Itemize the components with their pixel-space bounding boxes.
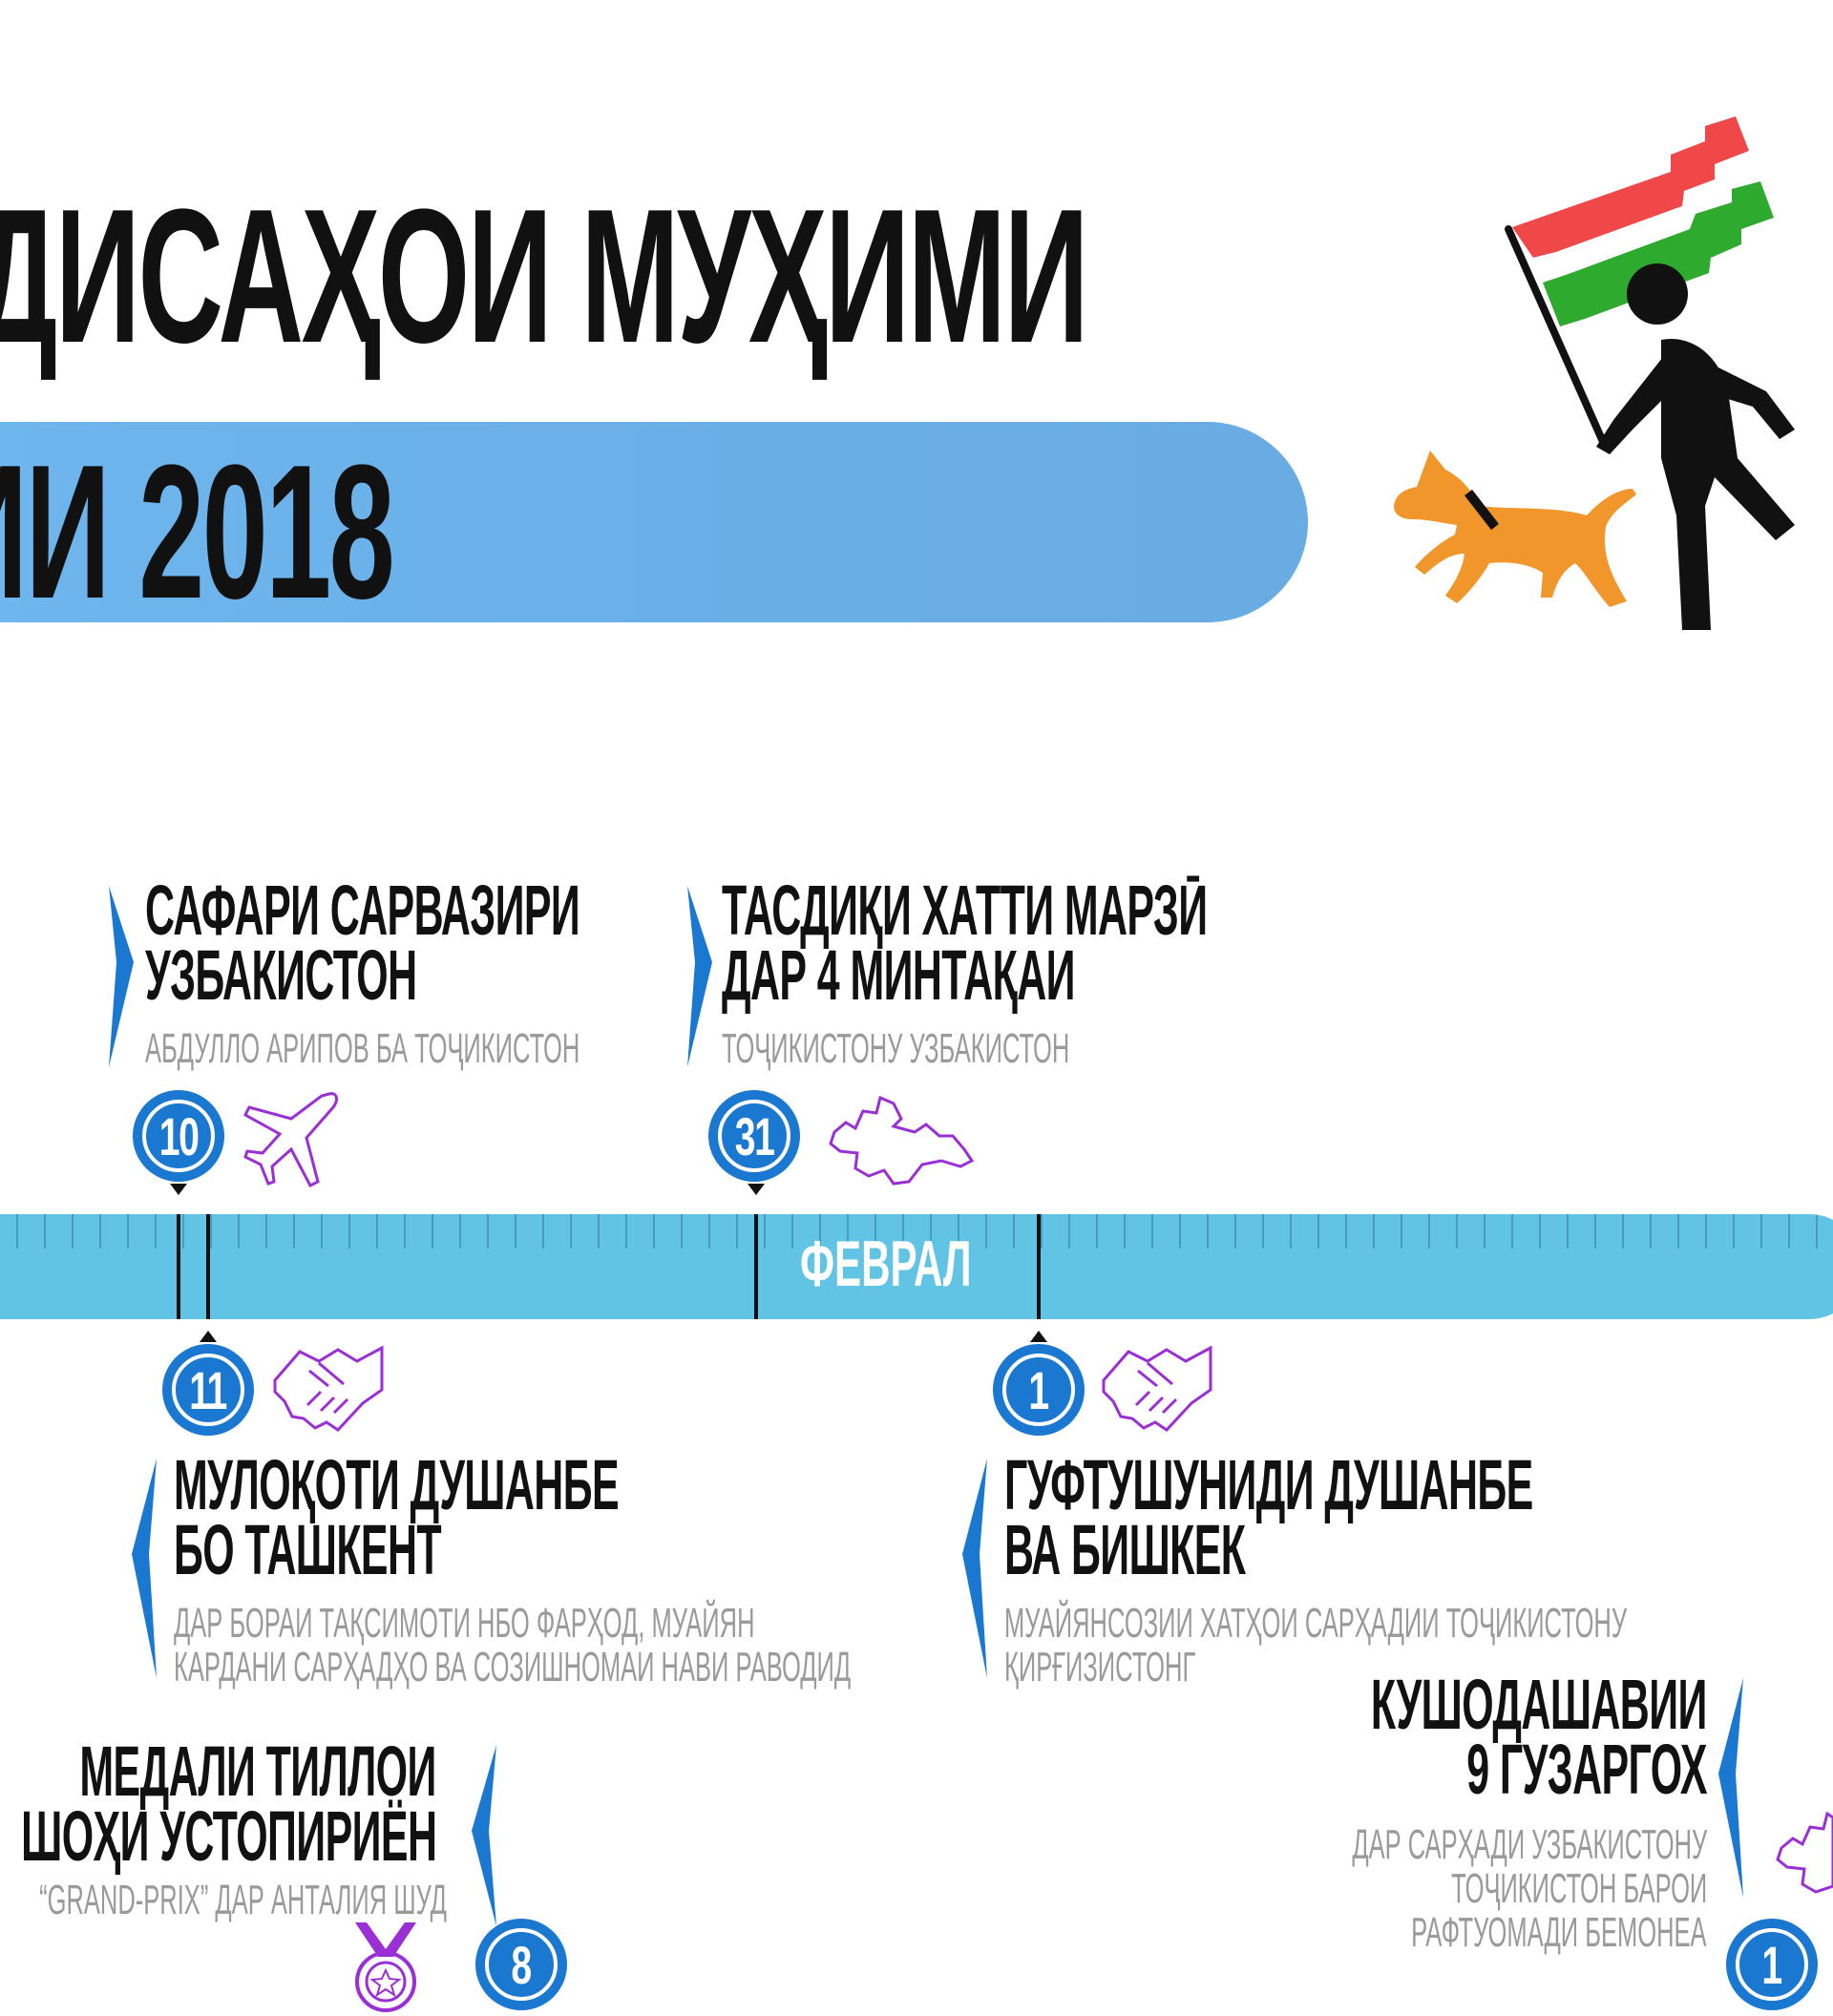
medal-icon	[355, 1922, 416, 2012]
event-title: ШОҲИ УСТОПИРИЁН	[20, 1796, 437, 1876]
timeline-marker	[206, 1214, 210, 1319]
event-day: 8	[511, 1934, 533, 1995]
dog-collar	[1464, 489, 1499, 531]
event-title: ГУФТУШУНИДИ ДУШАНБЕ	[1004, 1445, 1533, 1524]
handshake-icon	[273, 1345, 384, 1432]
event-day: 11	[189, 1359, 228, 1420]
pin-pointer	[748, 1184, 765, 1195]
flag-green-stripe	[1543, 181, 1774, 326]
dog	[1394, 451, 1636, 607]
event-subtitle: РАФТУОМАДИ БЕМОНЕА	[1411, 1909, 1707, 1956]
event-date-badge: 10	[133, 1090, 224, 1182]
handshake-icon	[1102, 1345, 1212, 1432]
event-subtitle: “GRAND-PRIX” ДАР АНТАЛИЯ ШУД	[39, 1877, 447, 1923]
event-subtitle: ДАР БОРАИ ТАҚСИМОТИ НБО ФАРҲОД, МУАЙЯН	[174, 1600, 755, 1647]
event-marker-chevron	[472, 1745, 496, 1926]
event-date-badge: 11	[162, 1344, 254, 1436]
event-date-badge: 8	[475, 1919, 567, 2010]
event-subtitle: МУАЙЯНСОЗИИ ХАТҲОИ САРҲАДИИ ТОҶИКИСТОНУ	[1004, 1600, 1628, 1647]
event-marker-chevron	[132, 1459, 157, 1678]
timeline-marker	[754, 1214, 758, 1319]
person-head	[1627, 263, 1688, 325]
timeline-marker	[177, 1214, 180, 1319]
flag-red-stripe	[1512, 116, 1749, 258]
timeline-ticks	[0, 1214, 1833, 1249]
event-title: МУЛОҚОТИ ДУШАНБЕ	[174, 1445, 620, 1524]
tajikistan-map-icon	[829, 1095, 975, 1186]
event-marker-chevron	[687, 886, 712, 1067]
pin-pointer	[170, 1184, 187, 1195]
event-marker-chevron	[962, 1459, 987, 1678]
event-title: МЕДАЛИ ТИЛЛОИ	[79, 1732, 437, 1811]
event-title: БО ТАШКЕНТ	[174, 1510, 442, 1589]
event-title: 9 ГУЗАРГОХ	[1466, 1730, 1707, 1809]
event-day: 1	[1028, 1359, 1050, 1420]
timeline-band	[0, 1214, 1833, 1319]
event-title: ДАР 4 МИНТАҚАИ	[722, 935, 1076, 1015]
event-marker-chevron	[1718, 1678, 1743, 1898]
pin-pointer	[200, 1331, 217, 1342]
event-title: САФАРИ САРВАЗИРИ	[145, 871, 580, 950]
tajikistan-map-icon	[1776, 1811, 1833, 1894]
flag-bearer-illustration	[1394, 116, 1795, 630]
event-day: 31	[734, 1105, 775, 1166]
event-subtitle: ҚИРҒИЗИСТОНГ	[1004, 1644, 1196, 1690]
timeline-marker	[1037, 1214, 1041, 1319]
event-subtitle: АБДУЛЛО АРИПОВ БА ТОҶИКИСТОН	[145, 1025, 580, 1072]
event-subtitle: ДАР САРҲАДИ УЗБАКИСТОНУ	[1352, 1821, 1707, 1868]
event-title: КУШОДАШАВИИ	[1371, 1665, 1708, 1744]
event-subtitle: КАРДАНИ САРҲАДҲО ВА СОЗИШНОМАИ НАВИ РАВО…	[174, 1644, 852, 1690]
year-banner	[0, 422, 1308, 622]
event-title: ТАСДИҚИ ХАТТИ МАРЗӢ	[722, 871, 1208, 950]
event-subtitle: ТОҶИКИСТОН БАРОИ	[1450, 1865, 1707, 1912]
event-subtitle: ТОҶИКИСТОНУ УЗБАКИСТОН	[722, 1025, 1070, 1072]
event-marker-chevron	[109, 886, 134, 1067]
pin-pointer	[1030, 1331, 1047, 1342]
flag-pole	[1505, 225, 1608, 448]
month-label: ФЕВРАЛ	[800, 1228, 972, 1300]
page-title: ДИСАҲОИ МУҲИМИ	[0, 170, 1089, 383]
event-title: ВА БИШКЕК	[1004, 1510, 1246, 1589]
event-title: УЗБАКИСТОН	[145, 935, 417, 1015]
airplane-icon	[243, 1092, 338, 1187]
event-date-badge: 1	[1726, 1919, 1818, 2010]
event-date-badge: 1	[993, 1344, 1085, 1436]
year-label: ИИ 2018	[0, 426, 395, 639]
event-day: 1	[1761, 1934, 1783, 1995]
event-day: 10	[158, 1105, 200, 1166]
person-body	[1661, 338, 1795, 630]
flag-white-stripe	[1533, 206, 1690, 283]
event-date-badge: 31	[708, 1090, 800, 1182]
